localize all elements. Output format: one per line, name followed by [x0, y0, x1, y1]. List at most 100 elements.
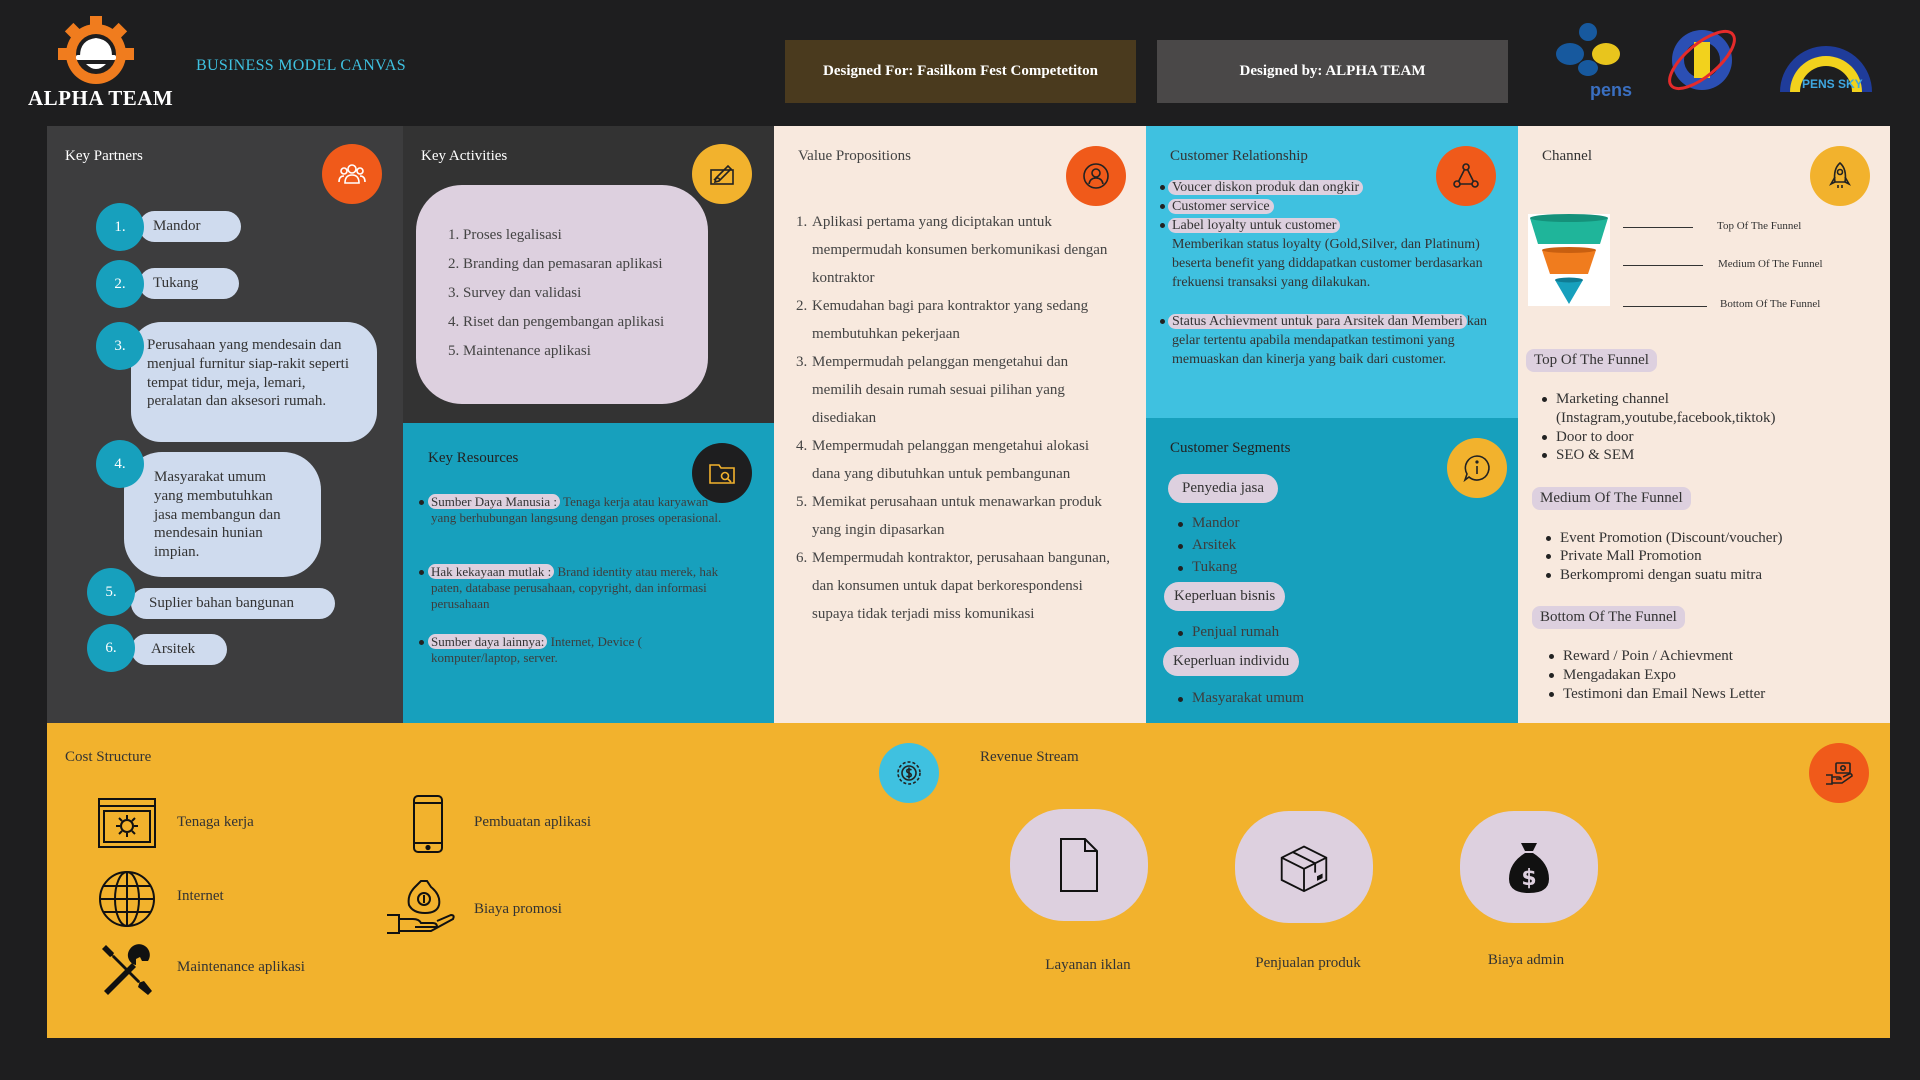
key-activities-panel: Key Activities 1. Proses legalisasi 2. B…	[403, 126, 774, 423]
relationship-heading: Customer service	[1168, 199, 1274, 214]
money-gear-icon	[879, 743, 939, 803]
logo-text: ALPHA TEAM	[28, 86, 174, 110]
partner-label: Mandor	[139, 211, 241, 242]
list-item: 5. Maintenance aplikasi	[448, 343, 591, 359]
document-icon	[1010, 809, 1148, 921]
list-item: Berkompromi dengan suatu mitra	[1545, 567, 1763, 583]
rocket-icon	[1810, 146, 1870, 206]
list-item: 1. Proses legalisasi	[448, 227, 562, 243]
resource-text: Internet, Device ( komputer/laptop, serv…	[431, 634, 642, 665]
smartphone-icon	[413, 795, 443, 853]
funnel-connector	[1623, 265, 1703, 266]
value-list: 1.Aplikasi pertama yang diciptakan untuk…	[796, 208, 1116, 628]
list-item: Sumber daya lainnya: Internet, Device ( …	[419, 634, 731, 666]
revenue-label: Layanan iklan	[1045, 957, 1131, 973]
list-item: Mandor	[1178, 515, 1240, 531]
list-item: Reward / Poin / Achievment	[1549, 648, 1733, 664]
customer-segments-title: Customer Segments	[1170, 440, 1291, 456]
list-item: Tukang	[1177, 559, 1238, 575]
channel-section-label: Medium Of The Funnel	[1532, 487, 1691, 510]
revenue-label: Penjualan produk	[1255, 955, 1361, 971]
key-resources-panel: Key Resources Sumber Daya Manusia : Tena…	[403, 423, 774, 723]
resource-heading: Hak kekayaan mutlak :	[428, 564, 555, 579]
item-text: Memikat perusahaan untuk menawarkan prod…	[812, 494, 1102, 538]
its-logo	[1660, 20, 1750, 100]
item-number: 5.	[796, 494, 808, 510]
list-item: Private Mall Promotion	[1546, 548, 1702, 564]
list-item: 2. Branding dan pemasaran aplikasi	[448, 256, 663, 272]
partner-label: Arsitek	[131, 634, 227, 665]
customer-relationship-panel: Customer Relationship Voucer diskon prod…	[1146, 126, 1518, 418]
relationship-text: Memberikan status loyalty (Gold,Silver, …	[1172, 237, 1483, 290]
revenue-stream-title: Revenue Stream	[980, 749, 1079, 765]
user-target-icon	[1066, 146, 1126, 206]
partner-number: 2.	[96, 260, 144, 308]
funnel-connector	[1623, 306, 1707, 307]
item-number: 6.	[796, 550, 808, 566]
alpha-team-logo	[26, 12, 166, 112]
funnel-label: Bottom Of The Funnel	[1720, 298, 1821, 310]
list-item: Arsitek	[1177, 537, 1237, 553]
page-title: BUSINESS MODEL CANVAS	[196, 57, 406, 74]
people-icon	[322, 144, 382, 204]
channel-section-label: Top Of The Funnel	[1526, 349, 1657, 372]
info-chat-icon	[1447, 438, 1507, 498]
funnel-graphic	[1528, 214, 1610, 306]
svg-text:pens: pens	[1590, 80, 1632, 100]
funnel-label: Medium Of The Funnel	[1718, 258, 1823, 270]
list-item: Status Achievment untuk para Arsitek dan…	[1160, 312, 1502, 369]
partner-number: 4.	[96, 440, 144, 488]
customer-segments-panel: Customer Segments Penyedia jasa Mandor A…	[1146, 418, 1518, 723]
list-item: SEO & SEM	[1541, 447, 1635, 463]
designed-by-box: Designed by: ALPHA TEAM	[1157, 40, 1508, 103]
key-resources-title: Key Resources	[428, 450, 519, 466]
item-number: 4.	[796, 438, 808, 454]
list-item: 4. Riset dan pengembangan aplikasi	[448, 314, 665, 330]
list-item: 1.Aplikasi pertama yang diciptakan untuk…	[796, 208, 1116, 292]
resource-heading: Sumber Daya Manusia :	[428, 494, 561, 509]
key-partners-panel: Key Partners Mandor 1. Tukang 2. Perusah…	[47, 126, 403, 723]
list-item: Masyarakat umum	[1177, 690, 1305, 706]
list-item: Voucer diskon produk dan ongkir	[1160, 178, 1502, 197]
item-number: 2.	[796, 298, 808, 314]
partner-number: 5.	[87, 568, 135, 616]
list-item: 2.Kemudahan bagi para kontraktor yang se…	[796, 292, 1116, 348]
tools-icon	[102, 944, 152, 995]
funnel-connector	[1623, 227, 1693, 228]
funnel-label: Top Of The Funnel	[1717, 220, 1802, 232]
list-item: Mengadakan Expo	[1549, 667, 1676, 683]
item-text: Kemudahan bagi para kontraktor yang seda…	[812, 298, 1089, 342]
folder-search-icon	[692, 443, 752, 503]
item-text: Mempermudah kontraktor, perusahaan bangu…	[812, 550, 1111, 622]
designed-for-box: Designed For: Fasilkom Fest Competetiton	[785, 40, 1136, 103]
item-number: 1.	[796, 214, 808, 230]
sign-document-icon	[692, 144, 752, 204]
list-item: 5.Memikat perusahaan untuk menawarkan pr…	[796, 488, 1116, 544]
list-item: 4.Mempermudah pelanggan mengetahui aloka…	[796, 432, 1116, 488]
item-text: Mempermudah pelanggan mengetahui dan mem…	[812, 354, 1069, 426]
money-bag-icon: $	[1460, 811, 1598, 923]
partner-label: Tukang	[139, 268, 239, 299]
key-partners-title: Key Partners	[65, 148, 143, 164]
item-text: Aplikasi pertama yang diciptakan untuk m…	[812, 214, 1108, 286]
cost-structure-title: Cost Structure	[65, 749, 152, 765]
partner-number: 3.	[96, 322, 144, 370]
cost-label: Tenaga kerja	[177, 814, 254, 830]
key-activities-title: Key Activities	[421, 148, 508, 164]
network-icon	[1436, 146, 1496, 206]
value-propositions-panel: Value Propositions 1.Aplikasi pertama ya…	[774, 126, 1146, 723]
customer-relationship-title: Customer Relationship	[1170, 148, 1308, 164]
relationship-text: kan gelar tertentu apabila mendapatkan t…	[1172, 314, 1488, 367]
segment-group-label: Penyedia jasa	[1168, 474, 1279, 503]
segment-group-label: Keperluan bisnis	[1164, 582, 1286, 611]
resource-heading: Sumber daya lainnya:	[428, 634, 548, 649]
segment-group-label: Keperluan individu	[1163, 647, 1300, 676]
list-item: Hak kekayaan mutlak : Brand identity ata…	[419, 564, 731, 612]
list-item: Event Promotion (Discount/voucher)	[1545, 530, 1783, 546]
relationship-heading: Label loyalty untuk customer	[1168, 218, 1341, 233]
resource-text: Tenaga kerja atau karyawan yang berhubun…	[431, 494, 722, 525]
cost-label: Internet	[177, 888, 224, 904]
svg-text:$: $	[1521, 866, 1536, 891]
partner-number: 6.	[87, 624, 135, 672]
